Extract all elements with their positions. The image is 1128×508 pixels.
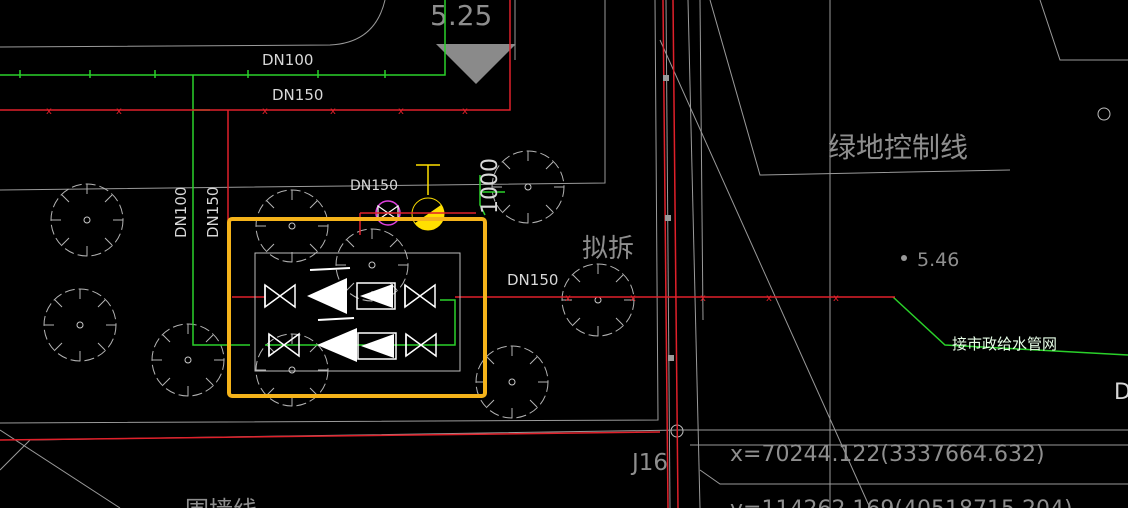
tree-symbol-icon [561, 263, 635, 337]
svg-text:x: x [630, 293, 636, 304]
green-control-line-label: 绿地控制线 [828, 131, 968, 164]
svg-text:x: x [330, 106, 336, 117]
check-valve-icon [317, 328, 357, 362]
branch-dn150-label: DN150 [350, 178, 398, 194]
outlet-dn150-label: DN150 [507, 271, 558, 289]
coord-y-label: y=114262.169(40518715.204) [730, 497, 1073, 508]
tree-symbol-icon [43, 288, 117, 362]
valve-icon [404, 284, 436, 308]
check-valve-icon [307, 278, 347, 314]
svg-text:x: x [700, 293, 706, 304]
demolish-label: 拟拆 [582, 234, 634, 264]
connect-municipal-label: 接市政给水管网 [952, 335, 1057, 353]
node-id-label: J16 [630, 450, 668, 476]
red-pipes [0, 0, 895, 508]
main-dn100-label: DN100 [262, 51, 313, 69]
elevation-point-label: 5.46 [917, 249, 959, 271]
rotated-1000-label: 1000 [478, 158, 503, 214]
highlight-box [227, 217, 487, 398]
svg-text:x: x [565, 293, 571, 304]
svg-text:x: x [833, 293, 839, 304]
tree-symbol-icon [151, 323, 225, 397]
svg-text:x: x [116, 106, 122, 117]
svg-text:x: x [262, 106, 268, 117]
tree-symbol-icon [255, 189, 329, 263]
elevation-triangle-icon [436, 44, 516, 84]
svg-text:x: x [462, 106, 468, 117]
meter-icon [411, 197, 445, 231]
svg-text:x: x [766, 293, 772, 304]
top-elevation-label: 5.25 [430, 0, 492, 32]
vertical-dn100-label: DN100 [172, 187, 190, 238]
edge-char-label: D [1114, 380, 1128, 405]
vertical-dn150-label: DN150 [204, 187, 222, 238]
survey-marker [1097, 107, 1111, 121]
wall-line-label: 围墙线 [185, 496, 257, 508]
svg-text:x: x [46, 106, 52, 117]
valve-chamber [254, 252, 461, 372]
tree-symbol-icon [50, 183, 124, 257]
valve-icon [264, 284, 296, 308]
svg-text:x: x [398, 106, 404, 117]
green-pipes [0, 0, 1128, 356]
main-dn150-label: DN150 [272, 86, 323, 104]
coord-x-label: x=70244.122(3337664.632) [730, 442, 1045, 467]
